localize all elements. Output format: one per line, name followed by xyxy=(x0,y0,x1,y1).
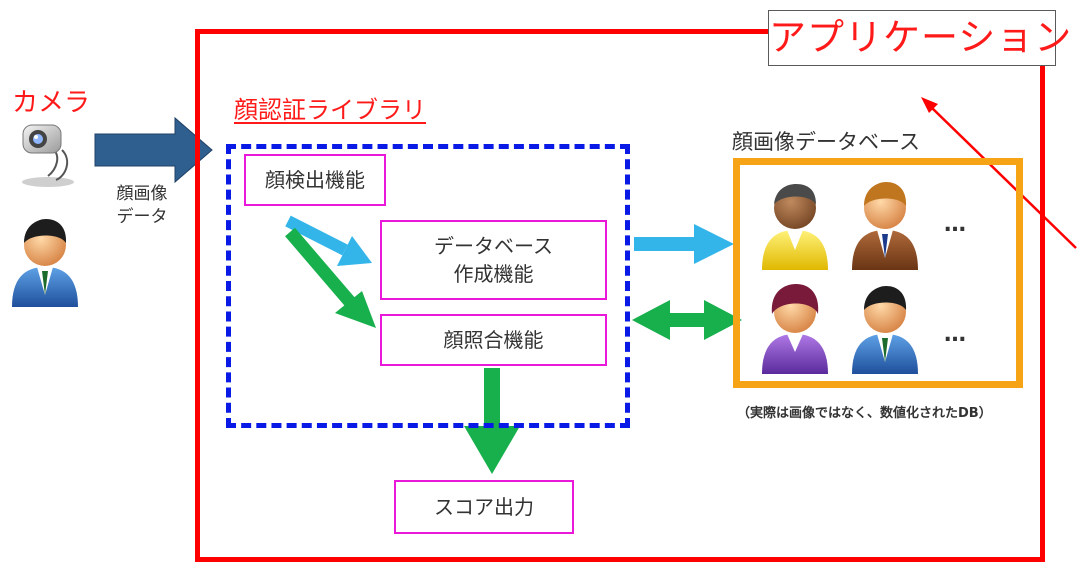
face-database-note: （実際は画像ではなく、数値化されたDB） xyxy=(737,406,992,421)
face-db-person-4-icon xyxy=(852,286,918,374)
database-creation-box: データベース 作成機能 xyxy=(380,220,607,300)
face-database-label: 顔画像データベース xyxy=(732,130,920,154)
library-title: 顔認証ライブラリ xyxy=(234,96,426,124)
arrow-database-to-facedb xyxy=(634,224,734,264)
pointer-line xyxy=(921,97,1077,249)
face-matching-box: 顔照合機能 xyxy=(380,314,607,366)
library-frame xyxy=(226,144,630,428)
input-arrow xyxy=(94,116,213,184)
face-db-person-2-icon xyxy=(852,182,918,270)
application-title: アプリケーション xyxy=(768,10,1071,66)
face-db-person-3-icon xyxy=(762,284,828,374)
face-db-ellipsis: … xyxy=(944,322,966,347)
face-database-frame xyxy=(733,158,1023,388)
application-frame xyxy=(195,29,1045,562)
arrow-match-to-score xyxy=(464,368,520,474)
face-db-person-1-icon xyxy=(762,184,828,270)
face-detection-box: 顔検出機能 xyxy=(244,154,386,206)
webcam-icon xyxy=(22,124,74,187)
face-db-ellipsis: … xyxy=(944,212,966,237)
user-person-icon xyxy=(12,219,78,307)
camera-label: カメラ xyxy=(12,88,91,118)
arrow-match-facedb-bidirectional xyxy=(632,300,742,340)
arrow-detect-to-match xyxy=(285,227,376,328)
score-output-box: スコア出力 xyxy=(394,480,574,534)
face-image-data-label: 顔画像 データ xyxy=(116,184,168,227)
arrow-detect-to-database xyxy=(285,215,372,266)
